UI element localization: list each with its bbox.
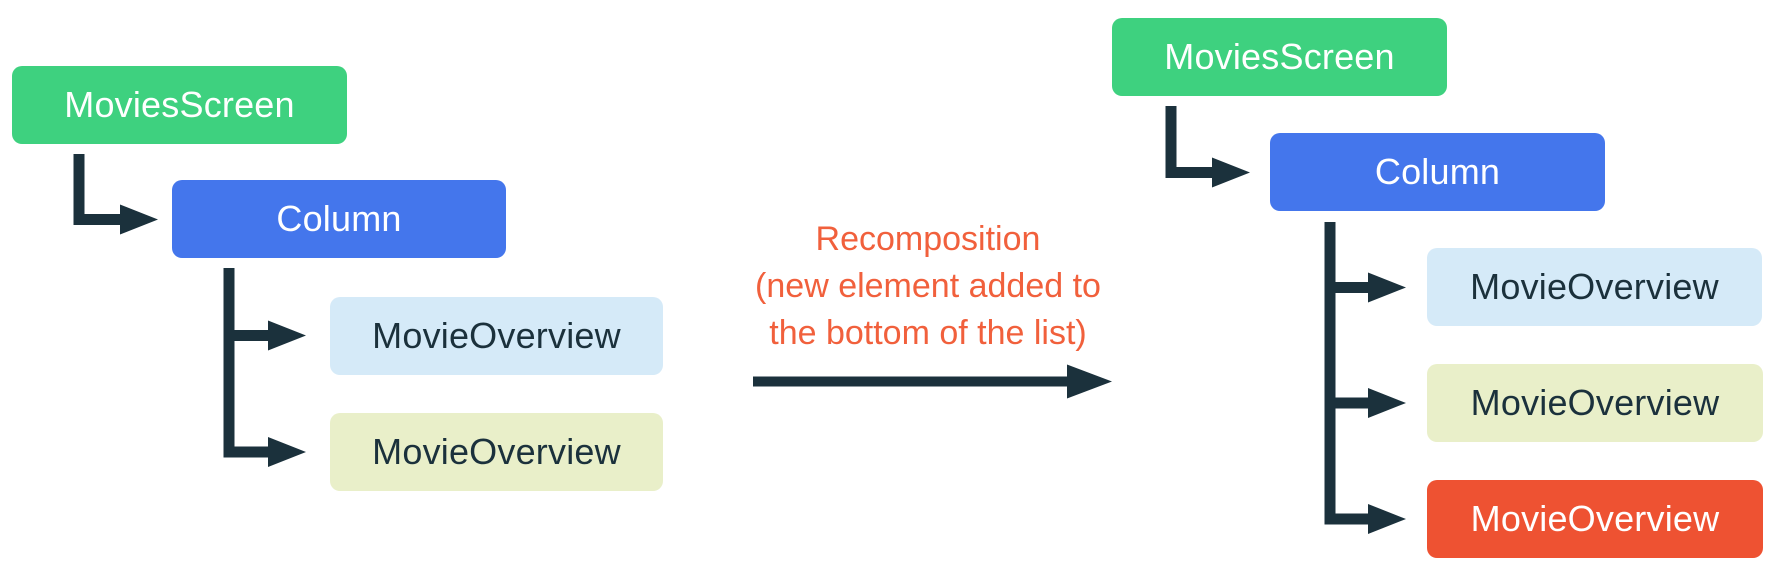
after-root-node: MoviesScreen bbox=[1112, 18, 1447, 96]
after-movieoverview-node-2: MovieOverview bbox=[1427, 364, 1763, 442]
recomposition-arrowhead-icon bbox=[1067, 364, 1112, 399]
after-branch-1-arrowhead-icon bbox=[1368, 272, 1406, 303]
after-root-to-column-connector bbox=[1165, 106, 1250, 188]
before-movieoverview-node-1: MovieOverview bbox=[330, 297, 663, 375]
after-column-node: Column bbox=[1270, 133, 1605, 211]
after-root-elbow-line bbox=[1165, 106, 1212, 178]
before-root-arrowhead-icon bbox=[120, 204, 158, 235]
before-root-elbow-line bbox=[73, 154, 120, 225]
before-movieoverview-node-2: MovieOverview bbox=[330, 413, 663, 491]
caption-line-1: Recomposition bbox=[815, 220, 1041, 258]
after-column-branch-connectors bbox=[1324, 222, 1406, 534]
after-movieoverview-node-1: MovieOverview bbox=[1427, 248, 1762, 326]
after-branch-2-arrowhead-icon bbox=[1368, 388, 1406, 418]
before-root-node: MoviesScreen bbox=[12, 66, 347, 144]
after-root-arrowhead-icon bbox=[1212, 157, 1250, 188]
caption-line-3: the bottom of the list) bbox=[769, 314, 1087, 352]
before-root-to-column-connector bbox=[73, 154, 158, 235]
recomposition-caption: Recomposition (new element added to the … bbox=[650, 216, 1206, 357]
before-column-branch-connectors bbox=[223, 268, 306, 467]
before-column-node: Column bbox=[172, 180, 506, 258]
caption-line-2: (new element added to bbox=[755, 267, 1101, 305]
before-branch-1-arrowhead-icon bbox=[268, 320, 306, 351]
before-branch-2-arrowhead-icon bbox=[268, 437, 306, 467]
recomposition-arrow bbox=[753, 364, 1112, 399]
after-branch-3-arrowhead-icon bbox=[1368, 504, 1406, 534]
after-movieoverview-node-3-new: MovieOverview bbox=[1427, 480, 1763, 558]
